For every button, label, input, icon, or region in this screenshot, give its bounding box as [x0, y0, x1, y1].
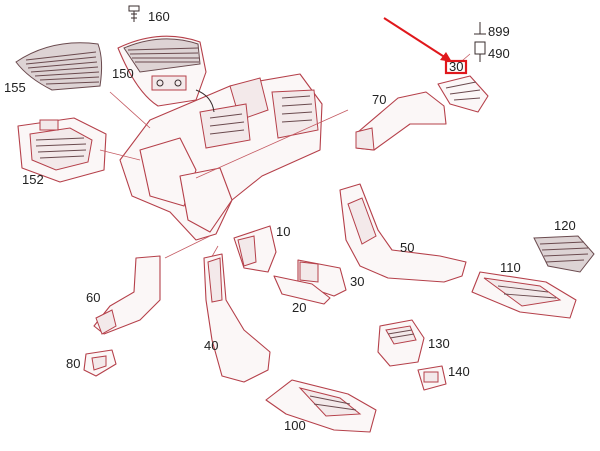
- label-152: 152: [22, 172, 44, 187]
- label-899: 899: [488, 24, 510, 39]
- part-130-rear-vent[interactable]: 130: [377, 319, 450, 367]
- label-10: 10: [276, 224, 290, 239]
- label-490: 490: [488, 46, 510, 61]
- part-50-duct[interactable]: 50: [339, 183, 467, 283]
- label-30-callout: 30: [449, 59, 463, 74]
- part-20-duct[interactable]: 20: [273, 275, 331, 315]
- bracket-icon: [474, 22, 486, 62]
- label-30: 30: [350, 274, 364, 289]
- part-140-control[interactable]: 140: [417, 364, 470, 391]
- part-40-duct[interactable]: 40: [203, 253, 271, 383]
- label-150: 150: [112, 66, 134, 81]
- label-60: 60: [86, 290, 100, 305]
- part-80-frame[interactable]: 80: [66, 349, 117, 377]
- part-110-vent[interactable]: 110: [471, 260, 577, 319]
- part-160-screw[interactable]: 160: [128, 5, 170, 24]
- label-155: 155: [4, 80, 26, 95]
- part-155-grille[interactable]: 155: [4, 42, 103, 95]
- label-120: 120: [554, 218, 576, 233]
- label-40: 40: [204, 338, 218, 353]
- label-70: 70: [372, 92, 386, 107]
- part-150-vent-panel[interactable]: 150: [112, 35, 207, 107]
- part-60-duct[interactable]: 60: [86, 255, 161, 335]
- label-110: 110: [500, 260, 521, 275]
- label-160: 160: [148, 9, 170, 24]
- callout-box-30[interactable]: 30: [444, 59, 468, 75]
- callout-arrow: [383, 17, 452, 62]
- part-120-grille[interactable]: 120: [533, 218, 595, 273]
- hvac-housing[interactable]: [119, 73, 323, 241]
- label-20: 20: [292, 300, 306, 315]
- part-152-vent-assembly[interactable]: 152: [17, 117, 107, 187]
- label-130: 130: [428, 336, 450, 351]
- part-100-duct[interactable]: 100: [265, 379, 377, 433]
- label-80: 80: [66, 356, 80, 371]
- label-140: 140: [448, 364, 470, 379]
- screw-icon: [128, 5, 140, 22]
- part-10-duct[interactable]: 10: [233, 224, 290, 273]
- part-70-duct[interactable]: 70: [355, 91, 447, 151]
- part-899-490-bracket[interactable]: 899 490: [474, 22, 510, 62]
- label-50: 50: [400, 240, 414, 255]
- label-100: 100: [284, 418, 306, 433]
- part-small-vent[interactable]: [437, 75, 489, 113]
